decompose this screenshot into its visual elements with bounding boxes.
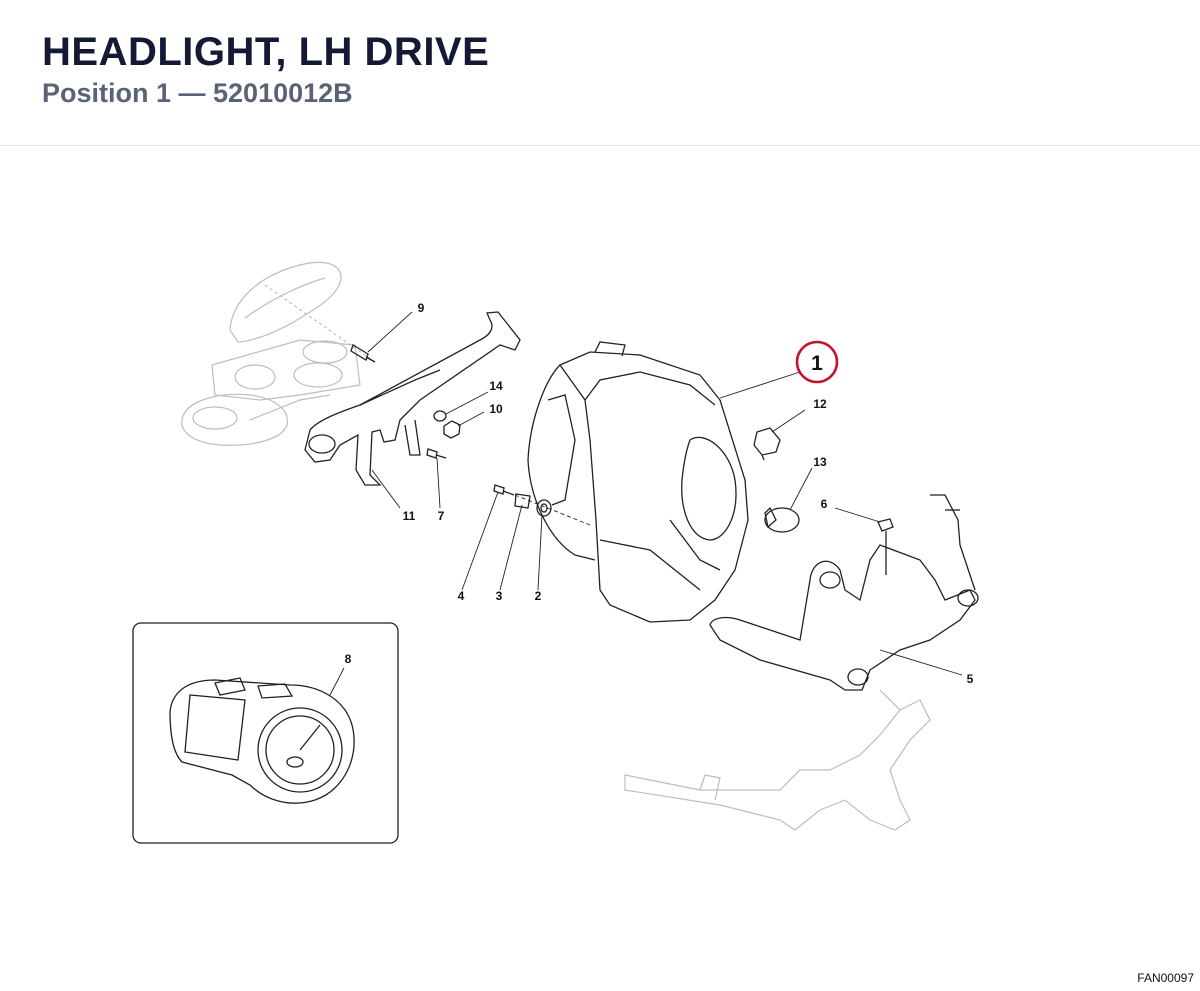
instrument-inset <box>132 622 399 844</box>
callout-3: 3 <box>496 589 503 603</box>
callout-5: 5 <box>967 672 974 686</box>
part-grommet-2 <box>536 499 552 517</box>
part-screw-4 <box>493 484 515 496</box>
part-bulb-13 <box>764 506 800 533</box>
callout-13: 13 <box>813 455 827 469</box>
steering-head-context <box>181 261 373 446</box>
callout-9: 9 <box>418 301 425 315</box>
frame-context <box>624 689 931 831</box>
part-bulb-12 <box>753 427 781 461</box>
part-washer-14 <box>433 410 447 422</box>
diagram-code: FAN00097 <box>1137 971 1194 985</box>
callout-1: 1 <box>811 352 823 375</box>
leader-lines <box>329 311 963 696</box>
callout-14: 14 <box>489 379 503 393</box>
page-title: HEADLIGHT, LH DRIVE <box>42 30 490 74</box>
callout-10: 10 <box>489 402 503 416</box>
callout-11: 11 <box>403 509 416 523</box>
callout-6: 6 <box>821 497 828 511</box>
part-support-bracket-5 <box>709 494 979 691</box>
part-bolt-6 <box>877 518 894 575</box>
callout-8: 8 <box>345 652 352 666</box>
part-bracket-11 <box>304 311 521 486</box>
part-nut-10 <box>443 420 461 439</box>
part-spacer-3 <box>514 493 531 509</box>
part-screw-9 <box>350 344 376 363</box>
part-headlight-1 <box>527 341 749 623</box>
page-header: HEADLIGHT, LH DRIVE Position 1 — 5201001… <box>0 0 1200 146</box>
highlight-circle <box>795 340 839 384</box>
page-subtitle: Position 1 — 52010012B <box>42 78 353 108</box>
callout-2: 2 <box>535 589 542 603</box>
callout-12: 12 <box>813 397 827 411</box>
part-bolt-7 <box>426 448 447 459</box>
callout-7: 7 <box>438 509 445 523</box>
callout-4: 4 <box>458 589 465 603</box>
